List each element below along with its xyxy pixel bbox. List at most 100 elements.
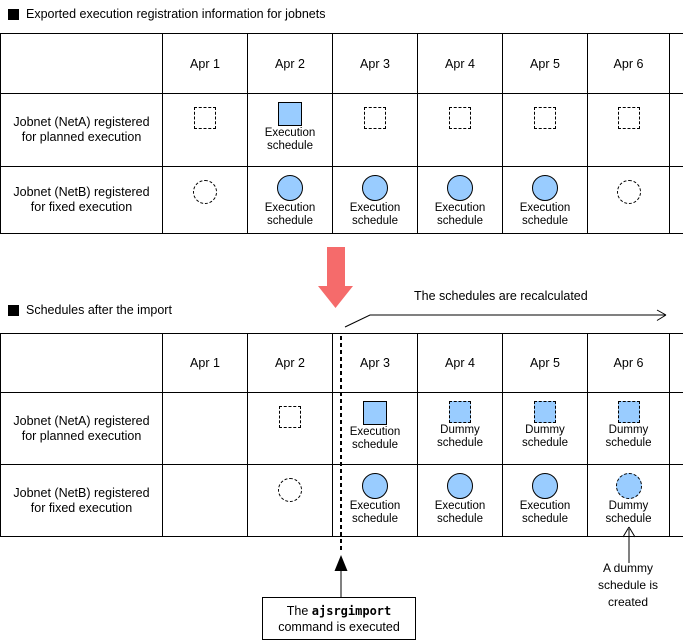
execution-schedule-square-icon <box>363 401 387 425</box>
execution-schedule-square-icon <box>278 102 302 126</box>
table-edge-cell <box>670 34 683 94</box>
command-line-1: The ajsrgimport <box>287 603 392 619</box>
schedule-cell: Execution schedule <box>333 465 418 537</box>
dummy-schedule-square-icon <box>617 401 640 423</box>
column-header-apr6: Apr 6 <box>588 334 670 393</box>
schedule-cell <box>248 465 333 537</box>
command-pointer-arrowhead <box>334 555 348 571</box>
column-header-apr4: Apr 4 <box>418 34 503 94</box>
execution-schedule-circle-icon <box>532 175 558 201</box>
dashed-square-icon <box>617 107 640 129</box>
schedule-cell: Execution schedule <box>503 465 588 537</box>
execution-schedule-circle-icon <box>447 175 473 201</box>
command-line-2: command is executed <box>278 619 400 634</box>
corner-cell <box>1 34 163 94</box>
square-bullet-icon <box>8 304 19 316</box>
exported-schedule-table: Apr 1 Apr 2 Apr 3 Apr 4 Apr 5 Apr 6 Jobn… <box>0 33 683 234</box>
schedule-cell <box>163 167 248 234</box>
dashed-square-icon <box>449 107 471 129</box>
execution-schedule-circle-icon <box>362 175 388 201</box>
execution-schedule-circle-icon <box>447 473 473 499</box>
table-edge-cell <box>670 94 683 167</box>
import-arrow <box>318 247 353 308</box>
schedule-label: Execution schedule <box>264 202 316 227</box>
column-header-apr3: Apr 3 <box>333 334 418 393</box>
row-label-neta: Jobnet (NetA) registered for planned exe… <box>1 94 163 167</box>
command-prefix: The <box>286 603 312 618</box>
schedule-label: Execution schedule <box>434 500 486 525</box>
table-edge-cell <box>670 334 683 393</box>
dashed-square-icon <box>279 406 301 428</box>
dummy-schedule-square-icon <box>534 401 556 423</box>
square-bullet-icon <box>8 8 19 20</box>
dashed-square-icon <box>194 107 216 129</box>
schedule-label: Execution schedule <box>434 202 486 227</box>
dashed-circle-icon <box>616 180 641 204</box>
column-header-apr5: Apr 5 <box>503 34 588 94</box>
column-header-apr2: Apr 2 <box>248 334 333 393</box>
recalculated-arrow <box>344 309 667 328</box>
schedule-cell <box>588 167 670 234</box>
command-box: The ajsrgimport command is executed <box>262 597 416 640</box>
dashed-circle-icon <box>278 478 302 502</box>
schedule-label: Dummy schedule <box>605 500 652 525</box>
schedule-cell: Dummy schedule <box>588 393 670 465</box>
schedule-label: Dummy schedule <box>521 424 569 449</box>
row-label-neta: Jobnet (NetA) registered for planned exe… <box>1 393 163 465</box>
schedule-cell <box>418 94 503 167</box>
column-header-apr1: Apr 1 <box>163 334 248 393</box>
execution-schedule-circle-icon <box>362 473 388 499</box>
schedule-cell: Execution schedule <box>418 465 503 537</box>
command-name: ajsrgimport <box>311 603 392 618</box>
dashed-square-icon <box>534 107 556 129</box>
row-label-netb: Jobnet (NetB) registered for fixed execu… <box>1 465 163 537</box>
schedule-label: Execution schedule <box>349 500 401 525</box>
execution-schedule-circle-icon <box>277 175 303 201</box>
schedule-cell <box>333 94 418 167</box>
table-edge-cell <box>670 393 683 465</box>
empty-schedule-cell <box>163 393 248 465</box>
schedule-cell: Dummy schedule <box>418 393 503 465</box>
schedule-label: Execution schedule <box>264 127 316 152</box>
column-header-apr1: Apr 1 <box>163 34 248 94</box>
schedule-cell: Execution schedule <box>248 167 333 234</box>
row-label-netb: Jobnet (NetB) registered for fixed execu… <box>1 167 163 234</box>
table-edge-cell <box>670 167 683 234</box>
dummy-schedule-square-icon <box>449 401 471 423</box>
schedule-cell: Dummy schedule <box>588 465 670 537</box>
column-header-apr6: Apr 6 <box>588 34 670 94</box>
schedule-cell: Execution schedule <box>248 94 333 167</box>
column-header-apr2: Apr 2 <box>248 34 333 94</box>
section-title-text: Schedules after the import <box>26 303 172 317</box>
section-title-exported: Exported execution registration informat… <box>8 7 325 21</box>
schedule-label: Dummy schedule <box>436 424 484 449</box>
empty-schedule-cell <box>163 465 248 537</box>
schedule-cell: Execution schedule <box>418 167 503 234</box>
recalculated-label: The schedules are recalculated <box>414 289 588 303</box>
table-edge-cell <box>670 465 683 537</box>
schedule-label: Execution schedule <box>349 426 401 451</box>
column-header-apr4: Apr 4 <box>418 334 503 393</box>
schedule-label: Execution schedule <box>349 202 401 227</box>
section-title-text: Exported execution registration informat… <box>26 7 326 21</box>
schedule-cell <box>248 393 333 465</box>
schedule-cell <box>588 94 670 167</box>
schedule-cell: Dummy schedule <box>503 393 588 465</box>
schedule-cell: Execution schedule <box>503 167 588 234</box>
dashed-circle-icon <box>193 180 217 204</box>
corner-cell <box>1 334 163 393</box>
schedule-label: Execution schedule <box>519 500 571 525</box>
schedule-cell <box>163 94 248 167</box>
dashed-square-icon <box>364 107 386 129</box>
imported-schedule-table: Apr 1 Apr 2 Apr 3 Apr 4 Apr 5 Apr 6 Jobn… <box>0 333 683 537</box>
dummy-schedule-circle-icon <box>615 473 642 499</box>
schedule-cell <box>503 94 588 167</box>
schedule-label: Execution schedule <box>519 202 571 227</box>
column-header-apr3: Apr 3 <box>333 34 418 94</box>
column-header-apr5: Apr 5 <box>503 334 588 393</box>
dummy-schedule-note: A dummy schedule is created <box>597 561 659 609</box>
section-title-imported: Schedules after the import <box>8 303 172 317</box>
schedule-cell: Execution schedule <box>333 167 418 234</box>
execution-schedule-circle-icon <box>532 473 558 499</box>
